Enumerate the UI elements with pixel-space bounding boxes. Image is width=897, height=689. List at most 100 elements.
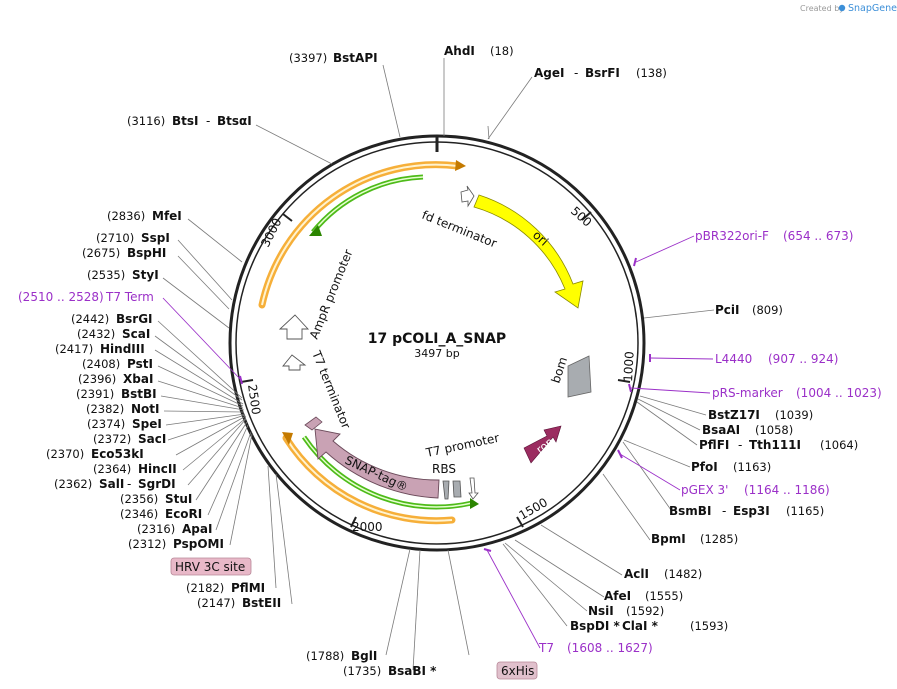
enzyme-pos-agei: (138): [636, 66, 667, 80]
enzyme-bsabi[interactable]: BsaBI *: [388, 664, 437, 678]
primer-t7term[interactable]: T7 Term: [105, 290, 154, 304]
enzyme-bsteii[interactable]: BstEII: [242, 596, 281, 610]
hrv-3c-site-label[interactable]: HRV 3C site: [170, 557, 252, 576]
bom-label: bom: [549, 355, 571, 385]
enzyme-pos-sali: (2362): [54, 477, 92, 491]
enzyme-stui[interactable]: StuI: [165, 492, 192, 506]
primer-t7term-range: (2510 .. 2528): [18, 290, 104, 304]
enzyme-mfei[interactable]: MfeI: [152, 209, 182, 223]
enzyme-pos-pflmi: (2182): [186, 581, 224, 595]
ampr-promoter-arrow: [278, 314, 310, 340]
enzyme-eco53ki[interactable]: Eco53kI: [91, 447, 144, 461]
enzyme-styi[interactable]: StyI: [132, 268, 159, 282]
enzyme-clai[interactable]: ClaI *: [622, 619, 659, 633]
enzyme-btsi[interactable]: BtsI: [172, 114, 199, 128]
primer-prs-marker[interactable]: pRS-marker: [712, 386, 783, 400]
enzyme-psti[interactable]: PstI: [127, 357, 153, 371]
enzyme-pos-nsii: (1592): [626, 604, 664, 618]
primer-prs-marker-range: (1004 .. 1023): [796, 386, 882, 400]
enzyme-bstz17i[interactable]: BstZ17I: [708, 408, 760, 422]
enzyme-esp3i[interactable]: Esp3I: [733, 504, 770, 518]
enzyme-pos-bstz17i: (1039): [775, 408, 813, 422]
svg-text:-: -: [206, 114, 210, 128]
enzyme-pfoi[interactable]: PfoI: [691, 460, 718, 474]
primer-l4440[interactable]: L4440: [715, 352, 752, 366]
ampr-promoter-label: AmpR promoter: [307, 247, 356, 341]
rbs-marker: [452, 480, 462, 498]
enzyme-afei[interactable]: AfeI: [604, 589, 631, 603]
enzyme-pos-ecori: (2346): [120, 507, 158, 521]
enzyme-bsphi[interactable]: BspHI: [127, 246, 166, 260]
enzyme-bpmi[interactable]: BpmI: [651, 532, 686, 546]
enzyme-ahdi[interactable]: AhdI: [444, 44, 475, 58]
enzyme-pos-apai: (2316): [137, 522, 175, 536]
enzyme-pos-pcii: (809): [752, 303, 783, 317]
rop-feature: [523, 425, 562, 464]
primer-l4440-range: (907 .. 924): [768, 352, 838, 366]
enzyme-tth111i[interactable]: Tth111I: [749, 438, 801, 452]
enzyme-sali[interactable]: SalI: [99, 477, 124, 491]
enzyme-nsii[interactable]: NsiI: [588, 604, 614, 618]
enzyme-ecori[interactable]: EcoRI: [165, 507, 202, 521]
enzyme-hindiii[interactable]: HindIII: [100, 342, 145, 356]
enzyme-bstbi[interactable]: BstBI: [121, 387, 157, 401]
t7-promoter-label: T7 promoter: [424, 431, 501, 460]
enzyme-pos-hincii: (2364): [93, 462, 131, 476]
6xhis-label[interactable]: 6xHis: [496, 661, 538, 680]
enzyme-agei[interactable]: AgeI: [534, 66, 564, 80]
enzyme-pos-bsteii: (2147): [197, 596, 235, 610]
primer-pgex3[interactable]: pGEX 3': [681, 483, 728, 497]
enzyme-noti[interactable]: NotI: [131, 402, 160, 416]
primer-t7-range: (1608 .. 1627): [567, 641, 653, 655]
enzyme-bsmbi[interactable]: BsmBI: [669, 504, 711, 518]
t7-promoter-arrow: [468, 477, 479, 500]
enzyme-pspomi[interactable]: PspOMI: [173, 537, 224, 551]
fd-terminator-arrow: [460, 185, 475, 208]
hrv-3c-marker: [304, 416, 323, 431]
enzyme-pos-xbai: (2396): [78, 372, 116, 386]
enzyme-xbai[interactable]: XbaI: [123, 372, 153, 386]
enzyme-hincii[interactable]: HincII: [138, 462, 177, 476]
svg-text:-: -: [574, 66, 578, 80]
enzyme-pcii[interactable]: PciI: [715, 303, 740, 317]
enzyme-apai[interactable]: ApaI: [182, 522, 212, 536]
enzyme-bsrgi[interactable]: BsrGI: [116, 312, 153, 326]
bom-feature: [567, 355, 592, 398]
enzyme-pflmi[interactable]: PflMI: [231, 581, 265, 595]
enzyme-pos-pflfi: (1064): [820, 438, 858, 452]
enzyme-bspdi[interactable]: BspDI *: [570, 619, 620, 633]
enzyme-spei[interactable]: SpeI: [132, 417, 162, 431]
enzyme-scai[interactable]: ScaI: [122, 327, 150, 341]
svg-text:6xHis: 6xHis: [501, 664, 534, 678]
enzyme-bsaai[interactable]: BsaAI: [702, 423, 740, 437]
enzyme-pos-btsi: (3116): [127, 114, 165, 128]
enzyme-bsrfi[interactable]: BsrFI: [585, 66, 620, 80]
tick-marks: [240, 211, 631, 528]
rbs-label: RBS: [432, 462, 456, 476]
enzyme-saci[interactable]: SacI: [138, 432, 166, 446]
enzyme-pos-pspomi: (2312): [128, 537, 166, 551]
enzyme-pos-stui: (2356): [120, 492, 158, 506]
fd-terminator-label: fd terminator: [420, 208, 499, 251]
enzyme-sgrdi[interactable]: SgrDI: [138, 477, 176, 491]
enzyme-pos-bsaai: (1058): [755, 423, 793, 437]
enzyme-btsai[interactable]: BtsαI: [217, 114, 252, 128]
enzyme-pos-ahdi: (18): [490, 44, 514, 58]
svg-text:-: -: [127, 477, 131, 491]
enzyme-pos-sspi: (2710): [96, 231, 134, 245]
primer-pbr322ori-f[interactable]: pBR322ori-F: [695, 229, 769, 243]
enzyme-pos-pfoi: (1163): [733, 460, 771, 474]
primer-pbr322ori-f-range: (654 .. 673): [783, 229, 853, 243]
enzyme-sspi[interactable]: SspI: [141, 231, 170, 245]
enzyme-bgli[interactable]: BglI: [351, 649, 377, 663]
primer-t7[interactable]: T7: [538, 641, 554, 655]
plasmid-length: 3497 bp: [414, 347, 459, 360]
enzyme-pos-spei: (2374): [87, 417, 125, 431]
snap-tag-feature: [314, 428, 440, 499]
ampr-arc-top: [258, 160, 466, 309]
enzyme-bstapi[interactable]: BstAPI: [333, 51, 378, 65]
enzyme-pos-bsabi: (1735): [343, 664, 381, 678]
t7-terminator-arrow: [282, 354, 307, 371]
enzyme-acli[interactable]: AclI: [624, 567, 649, 581]
enzyme-pflfi[interactable]: PflFI: [699, 438, 729, 452]
